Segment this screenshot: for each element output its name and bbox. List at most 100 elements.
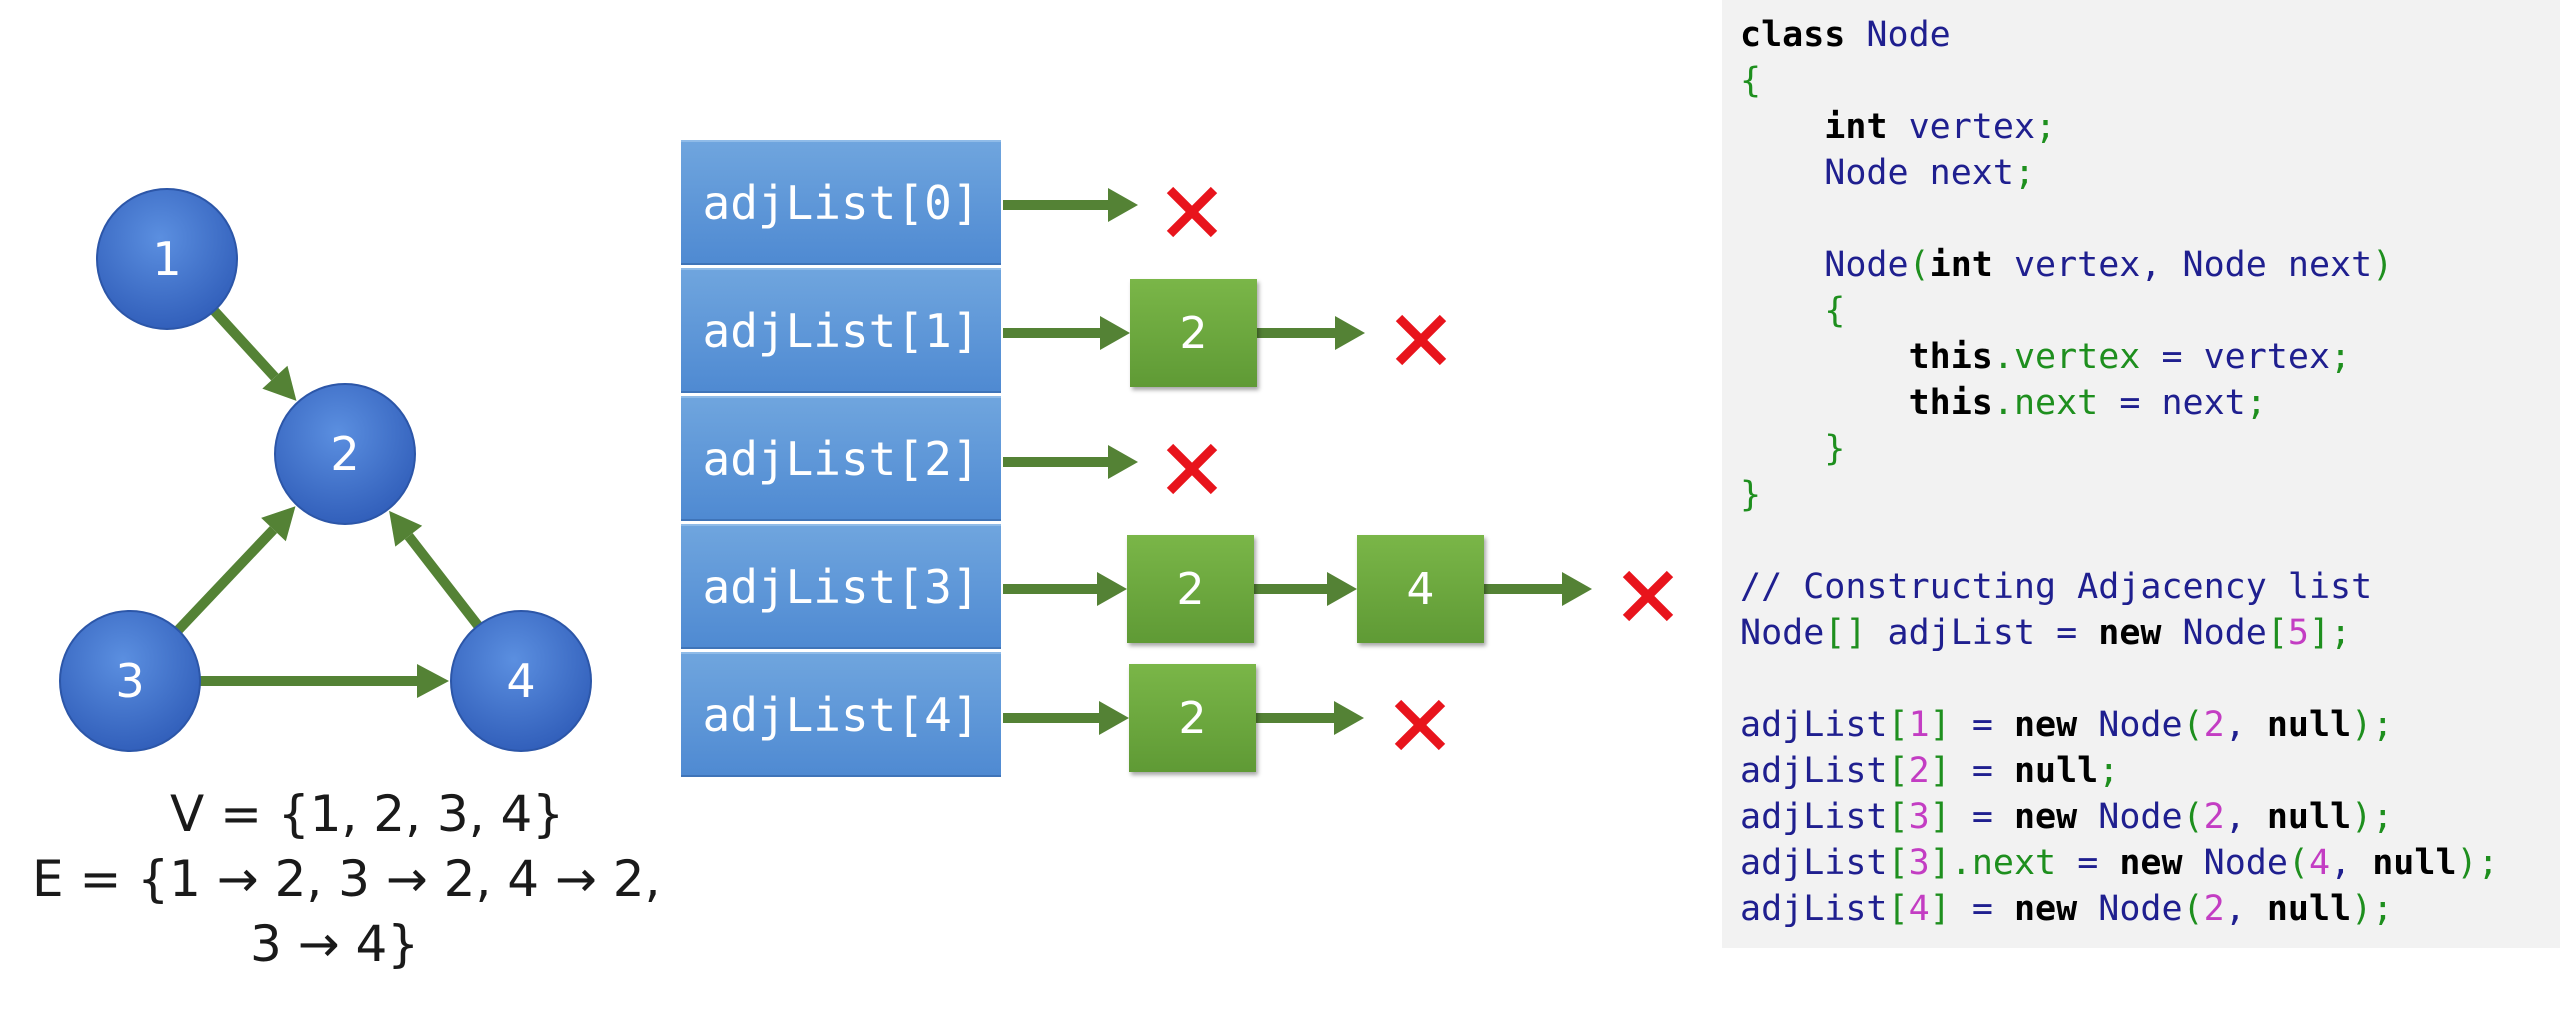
code-token: 3 xyxy=(1908,797,1930,837)
graph-node-label: 4 xyxy=(506,654,535,708)
code-line: adjList[3].next = new Node(4, null); xyxy=(1740,840,2499,886)
null-pointer-arrow xyxy=(1003,445,1138,479)
code-token: 2 xyxy=(2203,889,2225,929)
code-token: ) xyxy=(2372,245,2394,285)
code-token: [ xyxy=(1887,705,1909,745)
code-token: ( xyxy=(2182,889,2204,929)
code-token: Node xyxy=(2077,705,2183,745)
code-token: class xyxy=(1740,15,1846,55)
graph-node-label: 1 xyxy=(152,232,181,286)
code-token: Node xyxy=(1740,245,1909,285)
code-token: 4 xyxy=(1908,889,1930,929)
code-token: new xyxy=(2119,843,2183,883)
code-token: adjList xyxy=(1740,705,1888,745)
code-token: null xyxy=(2266,889,2352,929)
code-token: ; xyxy=(2372,889,2394,929)
code-token: ( xyxy=(1908,245,1930,285)
code-token: = xyxy=(2077,843,2120,883)
adj-list-cell-4: adjList[4] xyxy=(681,652,1001,777)
code-block: class Node{ int vertex; Node next;​ Node… xyxy=(1740,12,2499,932)
edge-set-line1: E = {1 → 2, 3 → 2, 4 → 2, xyxy=(32,850,661,908)
code-token: ; xyxy=(2330,613,2352,653)
code-token: Node xyxy=(2077,889,2183,929)
code-token: [ xyxy=(1887,889,1909,929)
code-token xyxy=(1740,337,1909,377)
code-token: , xyxy=(2224,705,2267,745)
code-token: [ xyxy=(1887,751,1909,791)
code-token: { xyxy=(1824,291,1846,331)
code-line: adjList[2] = null; xyxy=(1740,748,2499,794)
code-line: Node[] adjList = new Node[5]; xyxy=(1740,610,2499,656)
pointer-arrow xyxy=(1003,572,1127,606)
list-node-4: 4 xyxy=(1357,535,1484,643)
code-line: adjList[3] = new Node(2, null); xyxy=(1740,794,2499,840)
graph-node-1: 1 xyxy=(96,188,238,330)
code-line: ​ xyxy=(1740,656,2499,702)
code-line: Node next; xyxy=(1740,150,2499,196)
graph-node-3: 3 xyxy=(59,610,201,752)
code-token: ] xyxy=(1929,797,1951,837)
null-pointer-arrow xyxy=(1256,701,1364,735)
code-line: adjList[4] = new Node(2, null); xyxy=(1740,886,2499,932)
code-token: Node xyxy=(2077,797,2183,837)
code-token: ( xyxy=(2287,843,2309,883)
code-token: ( xyxy=(2182,797,2204,837)
code-token: } xyxy=(1824,429,1846,469)
null-pointer-arrow xyxy=(1003,188,1138,222)
list-node-2: 2 xyxy=(1130,279,1257,387)
code-line: this.vertex = vertex; xyxy=(1740,334,2499,380)
code-token: ) xyxy=(2351,797,2373,837)
vertex-set: V = {1, 2, 3, 4} xyxy=(170,785,565,843)
code-token: , xyxy=(2224,797,2267,837)
code-token: new xyxy=(2013,705,2078,745)
code-token: ; xyxy=(2330,337,2352,377)
code-line: // Constructing Adjacency list xyxy=(1740,564,2499,610)
code-token: ) xyxy=(2351,889,2373,929)
code-token: Node xyxy=(2182,843,2288,883)
code-token: adjList xyxy=(1740,843,1888,883)
null-marker-icon xyxy=(1395,314,1447,366)
code-line: class Node xyxy=(1740,12,2499,58)
code-token: } xyxy=(1740,475,1762,515)
code-token: adjList xyxy=(1740,797,1888,837)
code-token: [ xyxy=(1887,797,1909,837)
code-token: 2 xyxy=(2203,705,2225,745)
edge-3-to-2 xyxy=(174,506,296,634)
code-token: [ xyxy=(2266,613,2288,653)
code-token: , xyxy=(2224,889,2267,929)
code-token: 5 xyxy=(2287,613,2309,653)
edge-1-to-2 xyxy=(210,307,297,401)
graph-node-label: 2 xyxy=(330,427,359,481)
code-token xyxy=(1740,383,1909,423)
code-token: [] xyxy=(1824,613,1867,653)
adj-list-cell-3: adjList[3] xyxy=(681,524,1001,649)
code-line: { xyxy=(1740,58,2499,104)
null-marker-icon xyxy=(1166,186,1218,238)
code-line: adjList[1] = new Node(2, null); xyxy=(1740,702,2499,748)
code-token: ) xyxy=(2456,843,2478,883)
code-token: null xyxy=(2266,797,2352,837)
code-line: } xyxy=(1740,472,2499,518)
code-token: = vertex xyxy=(2161,337,2331,377)
code-token: 4 xyxy=(2309,843,2331,883)
code-token: .next xyxy=(1992,383,2120,423)
code-token xyxy=(1740,291,1824,331)
code-line: ​ xyxy=(1740,196,2499,242)
code-token: null xyxy=(2266,705,2352,745)
code-token: Node xyxy=(1845,15,1951,55)
null-pointer-arrow xyxy=(1257,316,1365,350)
code-token: = next xyxy=(2119,383,2246,423)
null-pointer-arrow xyxy=(1484,572,1592,606)
code-token: 2 xyxy=(2203,797,2225,837)
code-line: int vertex; xyxy=(1740,104,2499,150)
list-node-2: 2 xyxy=(1129,664,1256,772)
code-panel: class Node{ int vertex; Node next;​ Node… xyxy=(1722,0,2560,948)
code-token: 2 xyxy=(1908,751,1930,791)
code-token: Node xyxy=(1740,613,1825,653)
code-token: Node next xyxy=(1740,153,2014,193)
code-token: = xyxy=(1950,797,2014,837)
code-token: = xyxy=(1950,889,2014,929)
code-token: ] xyxy=(2308,613,2331,653)
edge-set-line2: 3 → 4} xyxy=(250,915,420,973)
graph-node-label: 3 xyxy=(115,654,144,708)
